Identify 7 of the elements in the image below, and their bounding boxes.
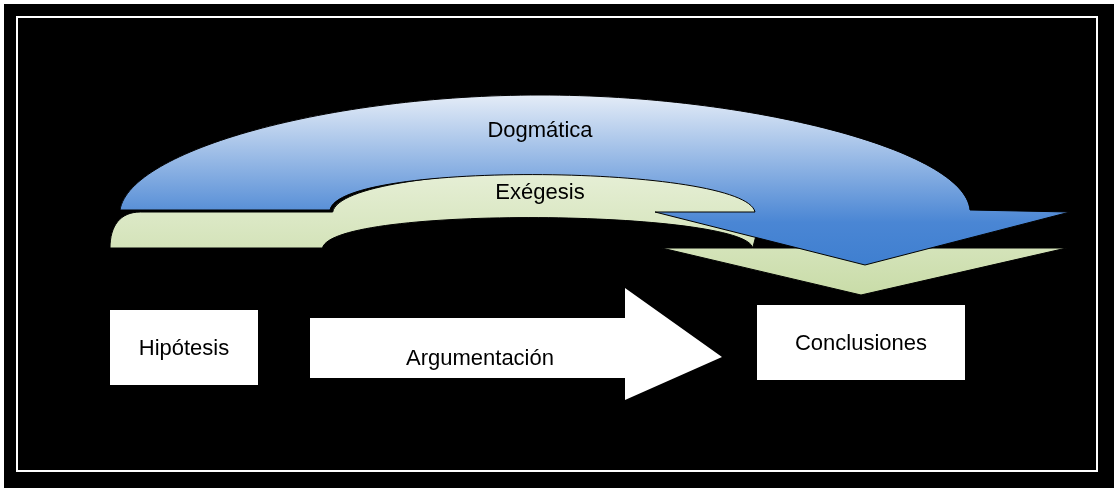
edge-label: Dogmática [487,117,593,143]
text-box: Conclusiones [757,305,965,380]
block-arrow [119,94,1071,266]
edge-label: Exégesis [495,179,585,205]
text-box: Hipótesis [110,310,258,385]
block-arrow [310,288,722,400]
edge-label: Argumentación [406,345,554,371]
